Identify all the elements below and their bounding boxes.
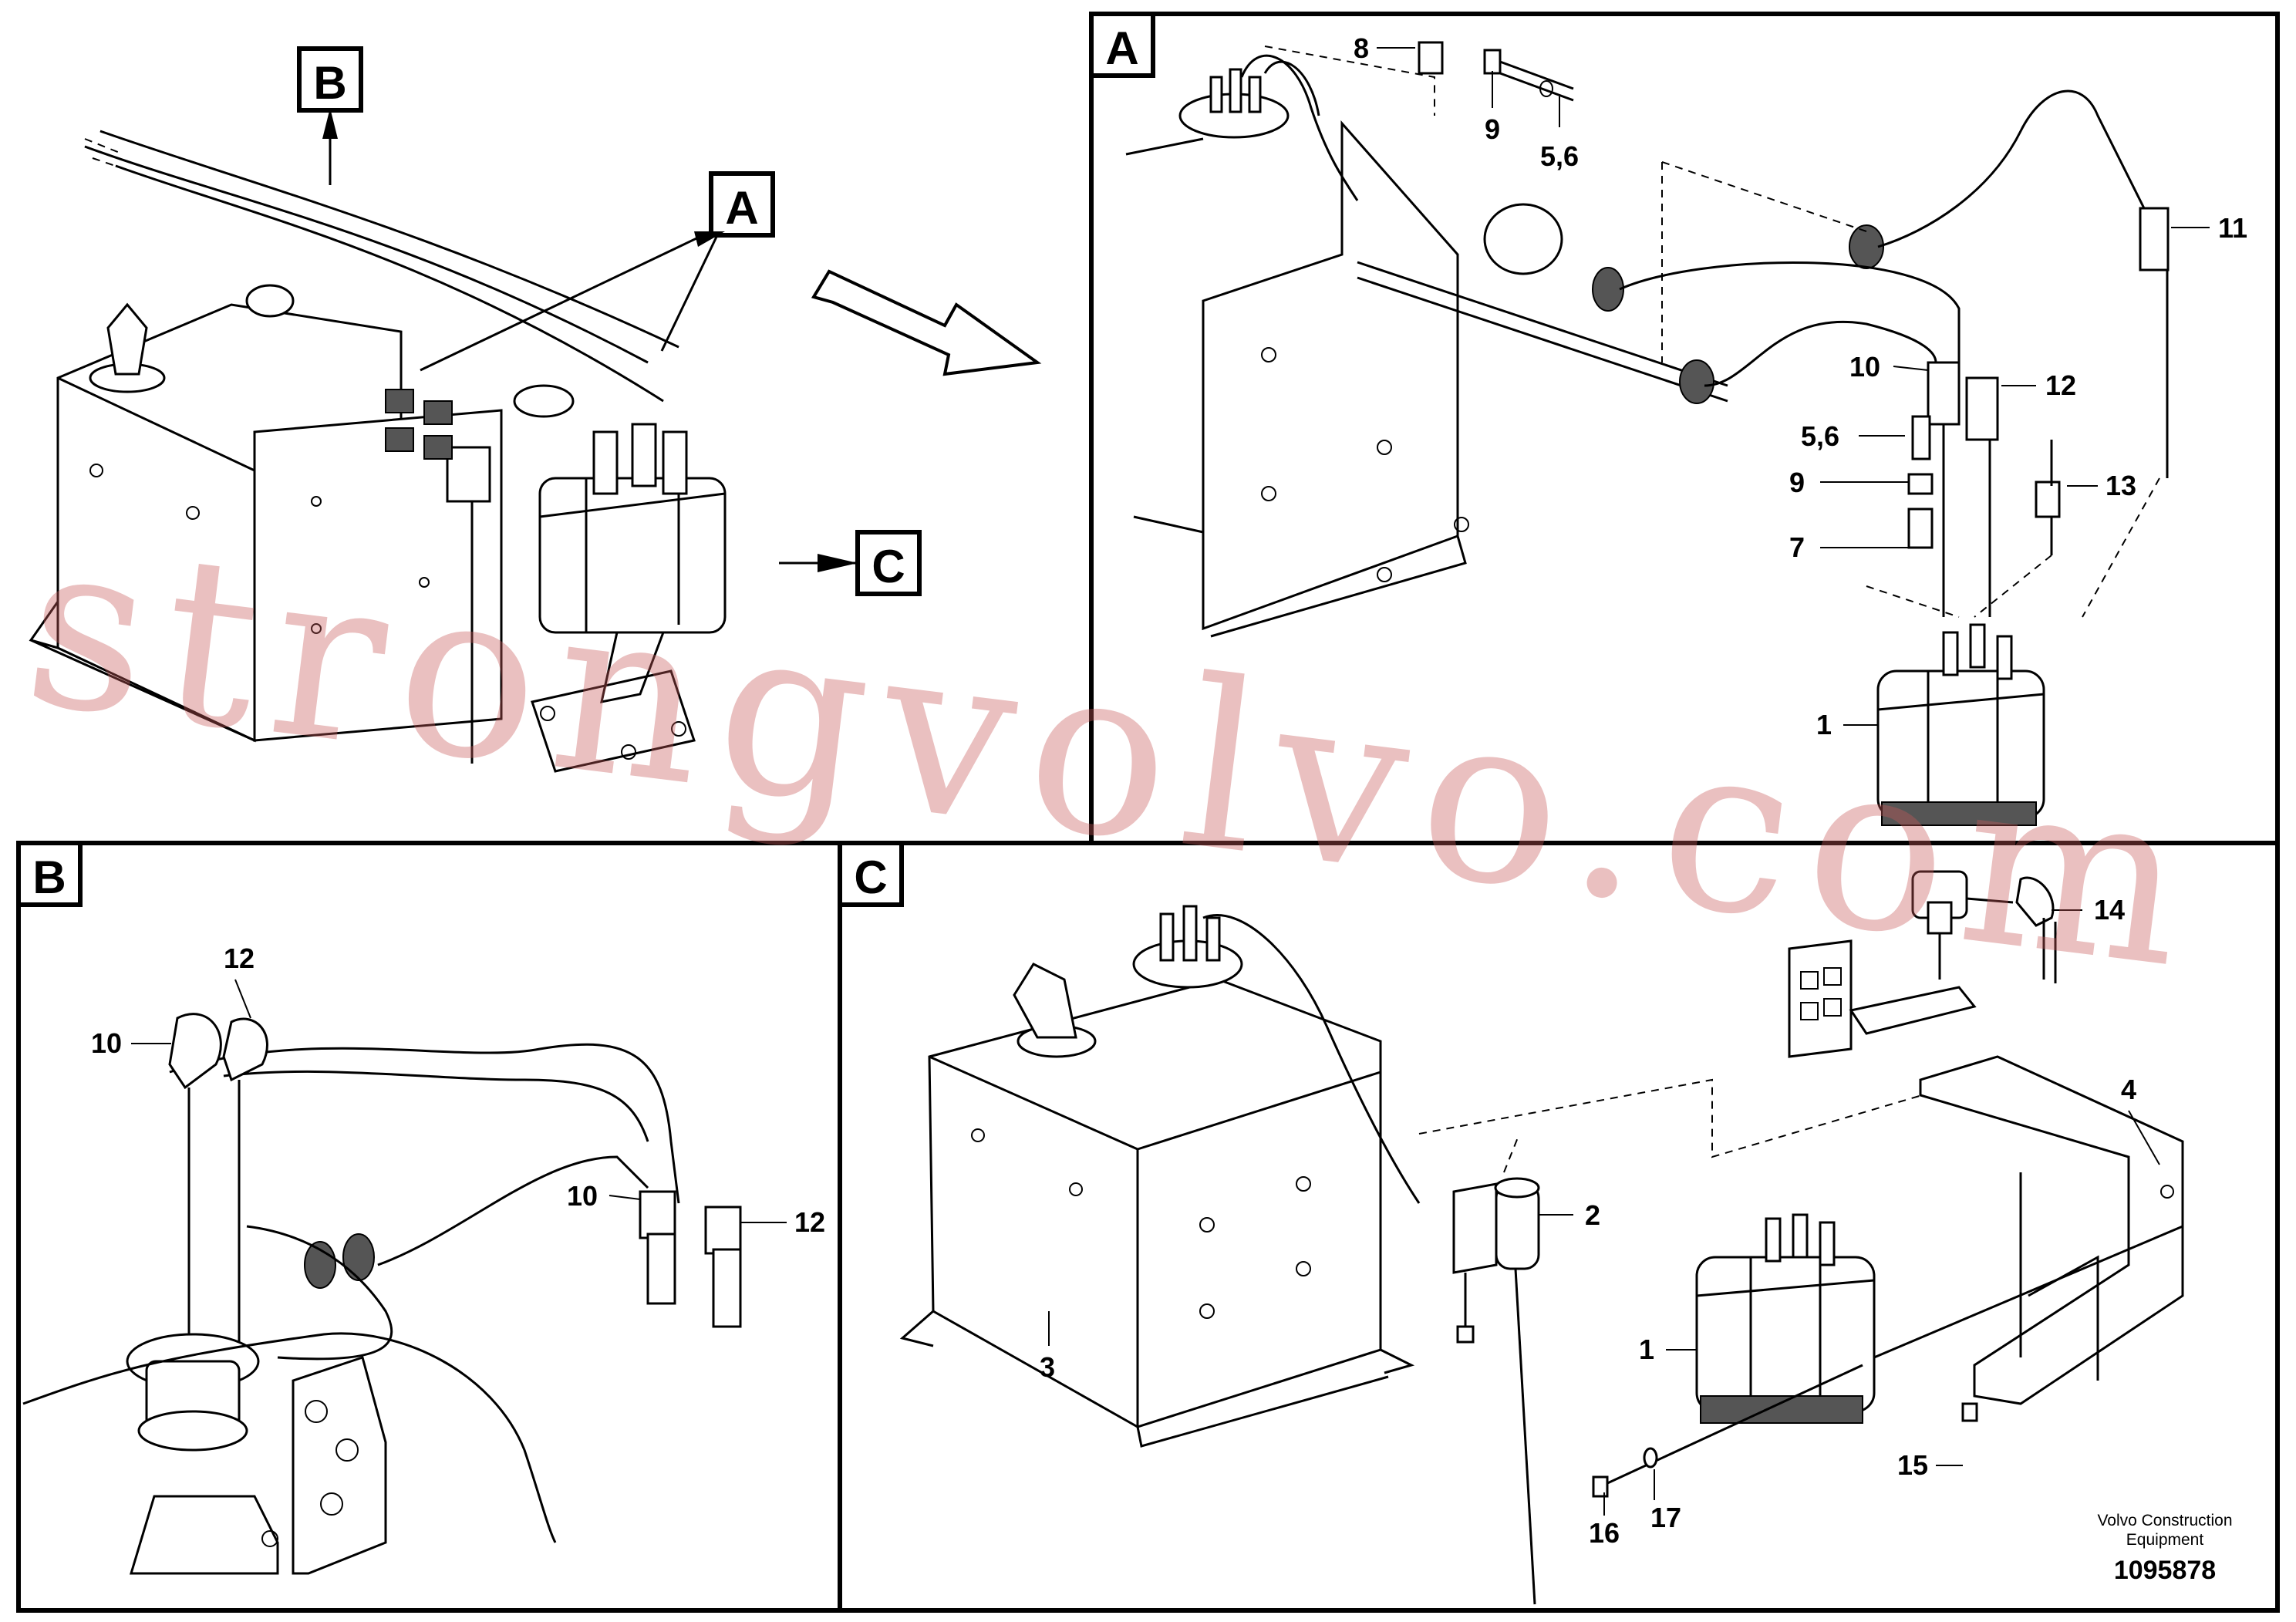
panel-c-frame [838,841,2280,1613]
overview-callout-b-box [297,46,363,113]
panel-b-label-10-left: 10 [91,1027,122,1059]
panel-b-label-12-right: 12 [794,1206,825,1238]
panel-a-label-9-mid: 9 [1789,467,1805,498]
overview-callout-b: B [313,57,346,109]
panel-b-label-10-right: 10 [567,1180,598,1212]
panel-a-label-7: 7 [1789,531,1805,563]
panel-b-label-12-top: 12 [224,943,255,974]
watermark: strongvolvo.com [14,487,2216,1021]
panel-c-label-4: 4 [2121,1074,2136,1105]
panel-c-label-15: 15 [1897,1449,1928,1481]
view-direction-arrow [811,269,1042,376]
overview-callout-a-box [709,171,775,238]
panel-c-drawing [899,870,2184,1605]
panel-b-tag-box [16,841,83,907]
panel-a-tag: A [1105,22,1138,74]
panel-c-label-2: 2 [1585,1199,1600,1231]
panel-a-label-10: 10 [1849,351,1880,383]
panel-a-label-5-6-top: 5,6 [1540,140,1579,172]
panel-a-drawing [1125,41,2170,826]
footer-company-line-2: Equipment [2126,1531,2204,1549]
panel-c-tag-box [838,841,904,907]
panel-a-label-11: 11 [2218,212,2247,244]
panel-a-leaders [1377,47,2210,726]
panel-a-label-13: 13 [2106,470,2136,501]
drawing-number: 1095878 [2114,1556,2216,1585]
overview-callout-a-leader-1 [420,230,712,372]
panel-b-drawing [22,1013,742,1575]
panel-a-label-12: 12 [2045,369,2076,401]
panel-c-label-14: 14 [2094,894,2125,926]
panel-c-label-17: 17 [1650,1502,1681,1533]
panel-a-label-9-top: 9 [1485,113,1500,145]
overview-callout-a-leader-2 [660,234,719,352]
panel-c-label-1: 1 [1639,1334,1654,1365]
overview-drawing [29,130,727,773]
panel-b-tag: B [32,851,66,903]
panel-a-label-8: 8 [1354,32,1369,64]
overview-callout-c: C [872,541,905,592]
panel-a-tag-box [1089,12,1155,78]
panel-c-label-3: 3 [1040,1351,1055,1383]
footer-company-line-1: Volvo Construction [2097,1512,2232,1529]
panel-c-label-16: 16 [1589,1517,1620,1549]
panel-c-leaders [1048,909,2160,1516]
overview-callout-a: A [725,182,758,234]
panel-a-label-5-6-mid: 5,6 [1801,420,1839,452]
panel-c-tag: C [854,851,887,903]
panel-a-label-1: 1 [1816,709,1832,740]
panel-b-leaders [131,979,787,1223]
